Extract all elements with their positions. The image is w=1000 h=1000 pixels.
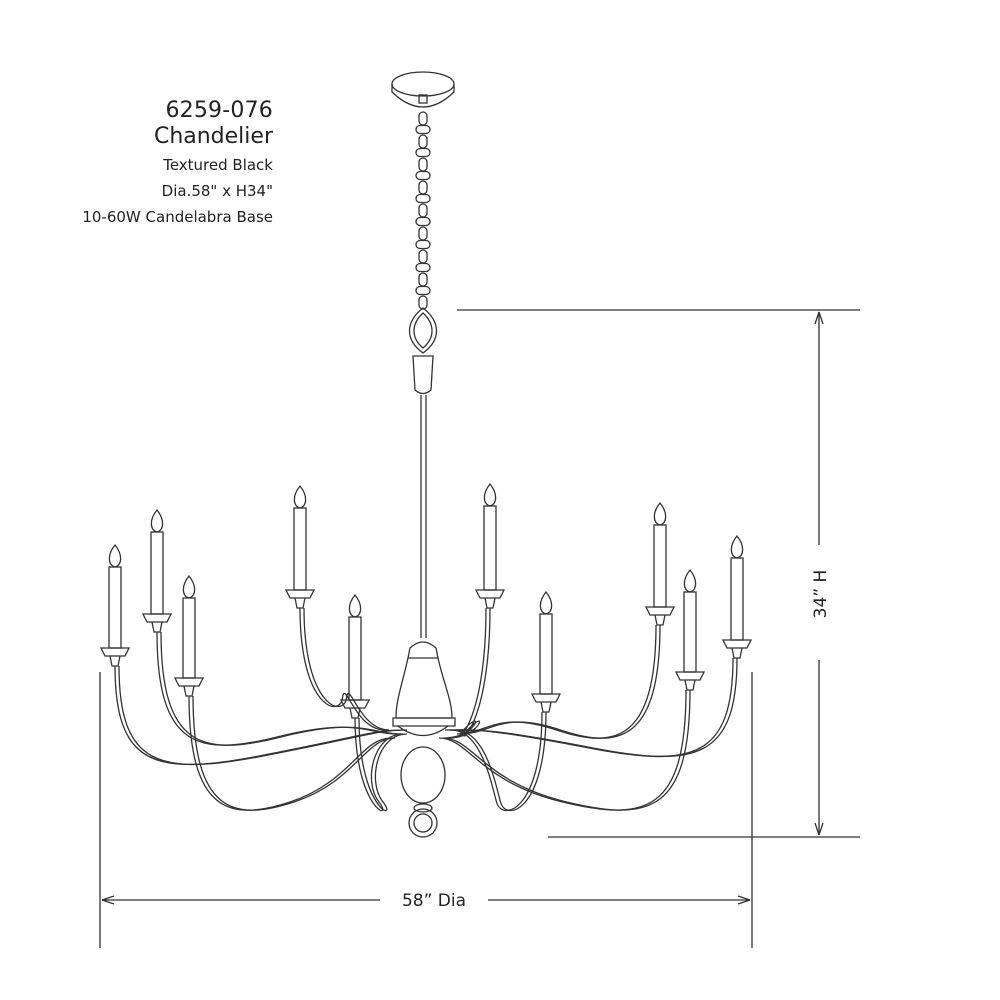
candle [721, 534, 753, 659]
candle [173, 574, 205, 697]
bulb-icon [683, 568, 697, 593]
candle-sleeve [483, 505, 497, 591]
chain-link [418, 203, 428, 218]
candle-sleeve [108, 566, 122, 649]
center-stem [392, 395, 456, 838]
finish: Textured Black [163, 156, 273, 174]
chain-link [418, 226, 428, 241]
candle-cup [721, 639, 753, 649]
chain-link [418, 134, 428, 149]
candle-cup [644, 606, 676, 616]
candle-cup-stem [654, 614, 666, 626]
chain-link [418, 111, 428, 126]
candle-cup [284, 589, 316, 599]
candle-cup [674, 671, 706, 681]
hanging-loop [408, 307, 438, 395]
chain-link [418, 249, 428, 264]
diameter-label: 58” Dia [402, 891, 466, 911]
chain-link [418, 272, 428, 287]
arm [299, 607, 390, 731]
dimensions-text: Dia.58" x H34" [161, 182, 273, 200]
candle [474, 482, 506, 609]
candle-cup [530, 693, 562, 703]
chain-link [418, 180, 428, 195]
arm [156, 631, 402, 746]
candle-cup [474, 589, 506, 599]
candle-cup-stem [731, 647, 743, 659]
candle-cup [339, 699, 371, 709]
candle-cup [99, 647, 131, 657]
candle [339, 593, 371, 719]
candle [530, 590, 562, 713]
chain [415, 111, 431, 310]
ceiling-canopy [391, 71, 455, 108]
arm [450, 711, 547, 811]
candle-cup-stem [540, 701, 552, 713]
diameter-dimension [99, 672, 753, 948]
candle-cup-stem [484, 597, 496, 609]
arm [438, 689, 691, 811]
chain-link [415, 239, 431, 250]
candle-sleeve [683, 591, 697, 673]
candle-cup-stem [294, 597, 306, 609]
candle [644, 501, 676, 626]
bulb-icon [150, 508, 164, 533]
chain-link [415, 193, 431, 204]
candle-cup [173, 677, 205, 687]
chain-link [415, 124, 431, 135]
spec-block: 6259-076 Chandelier Textured Black Dia.5… [82, 100, 273, 236]
bulb-icon [348, 593, 362, 618]
arms-group [114, 607, 738, 812]
candle-cup-stem [109, 655, 121, 667]
candle [141, 508, 173, 633]
candles-group [99, 482, 753, 719]
chain-link [418, 157, 428, 172]
candle-sleeve [150, 531, 164, 615]
height-label: 34” H [811, 570, 831, 619]
bulb-icon [539, 590, 553, 615]
candle-sleeve [293, 507, 307, 591]
candle-cup-stem [349, 707, 361, 719]
bulb-icon [293, 484, 307, 509]
model-number: 6259-076 [165, 98, 273, 123]
candle-sleeve [653, 524, 667, 608]
arm [456, 624, 661, 739]
chain-link [415, 216, 431, 227]
chain-link [418, 295, 428, 310]
candle [284, 484, 316, 609]
bulb-icon [483, 482, 497, 507]
candle-sleeve [539, 613, 553, 695]
candle [99, 543, 131, 667]
bulb-icon [653, 501, 667, 526]
bulb-icon [182, 574, 196, 599]
candle [674, 568, 706, 691]
candle-sleeve [730, 557, 744, 641]
chain-link [415, 262, 431, 273]
arm [188, 695, 396, 811]
chain-link [415, 147, 431, 158]
bulb-spec: 10-60W Candelabra Base [82, 208, 273, 226]
candle-cup-stem [151, 621, 163, 633]
candle-sleeve [348, 616, 362, 701]
product-type: Chandelier [153, 124, 273, 149]
candle-cup-stem [684, 679, 696, 691]
height-dimension [457, 309, 860, 838]
arm [444, 657, 738, 758]
candle-sleeve [182, 597, 196, 679]
bulb-icon [730, 534, 744, 559]
candle-cup [141, 613, 173, 623]
chain-link [415, 285, 431, 296]
candle-cup-stem [183, 685, 195, 697]
chain-link [415, 170, 431, 181]
bulb-icon [108, 543, 122, 568]
arm [354, 717, 408, 812]
